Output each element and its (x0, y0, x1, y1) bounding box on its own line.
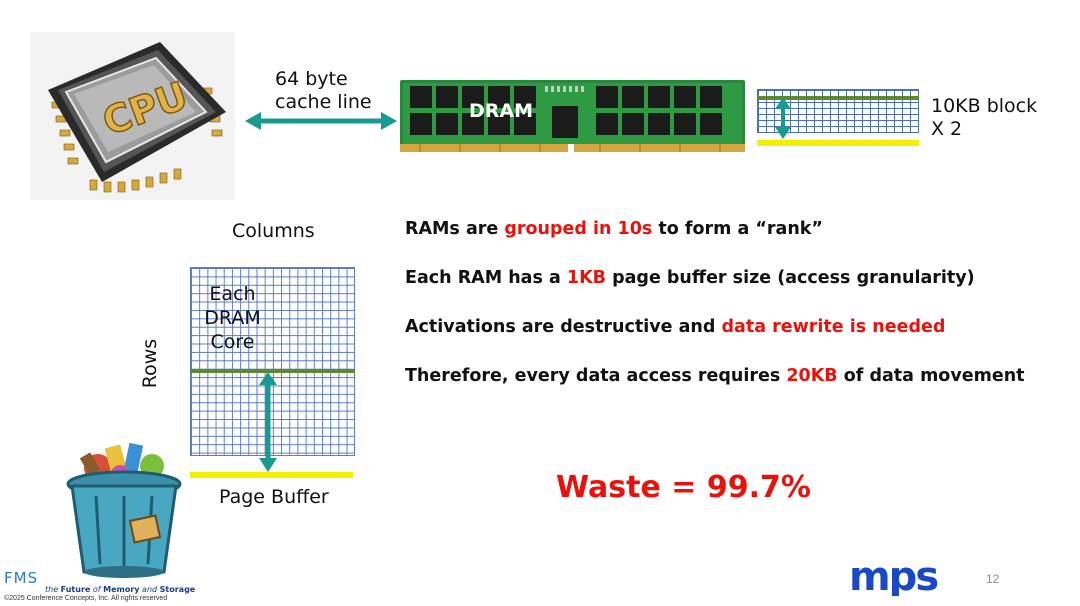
bullet-1: RAMs are grouped in 10s to form a “rank” (405, 219, 823, 239)
core-label: Each DRAM Core (190, 282, 275, 354)
bullet-4: Therefore, every data access requires 20… (405, 366, 1025, 386)
mps-logo-mark: mps (849, 554, 939, 600)
mps-logo: mps (849, 554, 955, 600)
columns-label: Columns (232, 220, 315, 242)
cpu-chip-image: CPU (30, 32, 235, 200)
trash-can-image (66, 442, 182, 578)
page-buffer-label: Page Buffer (219, 486, 329, 508)
block-label-line1: 10KB block (931, 95, 1038, 117)
page-buffer-bar (190, 472, 353, 478)
dram-label: DRAM (469, 100, 534, 122)
dram-core-grid (190, 267, 355, 456)
page-number: 12 (986, 572, 1000, 586)
block-double-arrow (775, 97, 791, 139)
block-label-line2: X 2 (931, 118, 963, 140)
fms-logo-text: FMS (4, 569, 38, 586)
cache-line-label: 64 byte cache line (275, 68, 372, 114)
core-label-line3: Core (210, 331, 255, 353)
core-label-line2: DRAM (204, 307, 261, 329)
core-transfer-arrow (259, 372, 277, 472)
waste-figure: Waste = 99.7% (556, 470, 811, 505)
bullet-3: Activations are destructive and data rew… (405, 317, 946, 337)
dram-module-image (400, 80, 745, 154)
core-label-line1: Each (209, 283, 256, 305)
rows-label: Rows (139, 338, 162, 389)
fms-logo-mark: FMS (4, 569, 38, 586)
mps-logo-text: mps (849, 556, 937, 596)
footer-tagline: the Future of Memory and Storage (45, 585, 196, 594)
block-row-line (757, 96, 919, 100)
block-buffer-bar (757, 140, 919, 146)
core-row-line (190, 369, 355, 373)
cache-line-double-arrow (245, 112, 397, 130)
block-label: 10KB block X 2 (931, 95, 1037, 141)
bullet-2: Each RAM has a 1KB page buffer size (acc… (405, 268, 975, 288)
cache-line-label-line1: 64 byte (275, 68, 348, 90)
cache-line-label-line2: cache line (275, 91, 372, 113)
copyright-notice: ©2025 Conference Concepts, Inc. All righ… (4, 595, 168, 602)
fms-logo: FMS (4, 568, 48, 586)
